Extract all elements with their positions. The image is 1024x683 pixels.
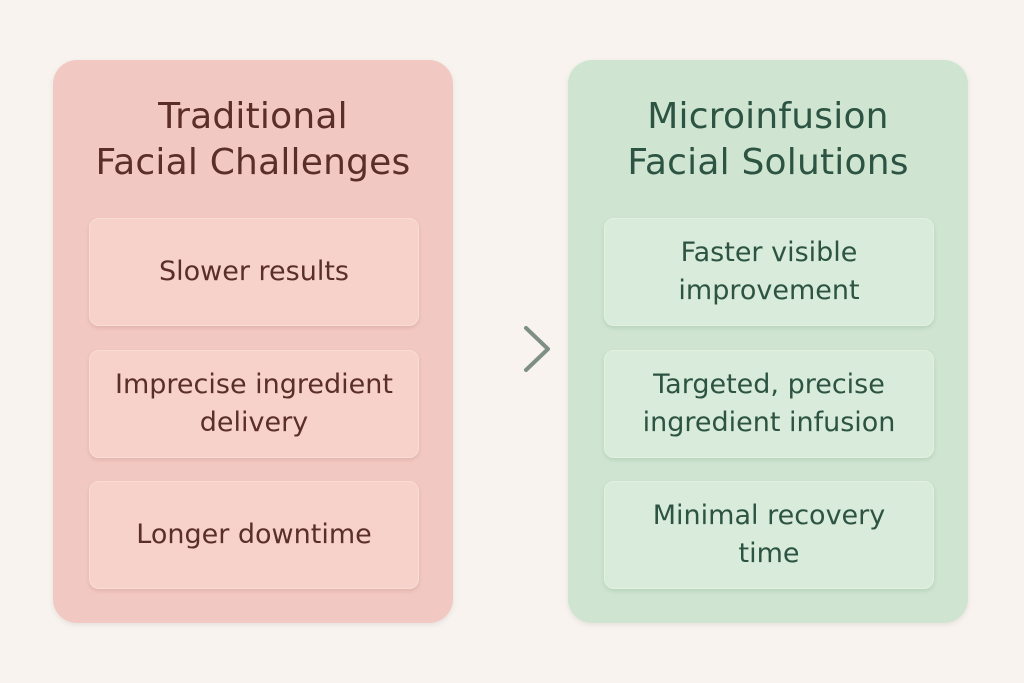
right-panel-title: Microinfusion Facial Solutions xyxy=(627,96,909,183)
challenge-card-1: Slower results xyxy=(89,218,419,326)
challenge-card-3: Longer downtime xyxy=(89,481,419,589)
challenge-card-2: Imprecise ingredient delivery xyxy=(89,350,419,458)
solution-card-1: Faster visible improvement xyxy=(604,218,934,326)
solution-card-2: Targeted, precise ingredient infusion xyxy=(604,350,934,458)
arrow-right-icon xyxy=(468,326,550,372)
left-panel-title: Traditional Facial Challenges xyxy=(95,96,411,183)
traditional-challenges-panel: Traditional Facial Challenges Slower res… xyxy=(53,60,453,623)
solution-card-3: Minimal recovery time xyxy=(604,481,934,589)
microinfusion-solutions-panel: Microinfusion Facial Solutions Faster vi… xyxy=(568,60,968,623)
